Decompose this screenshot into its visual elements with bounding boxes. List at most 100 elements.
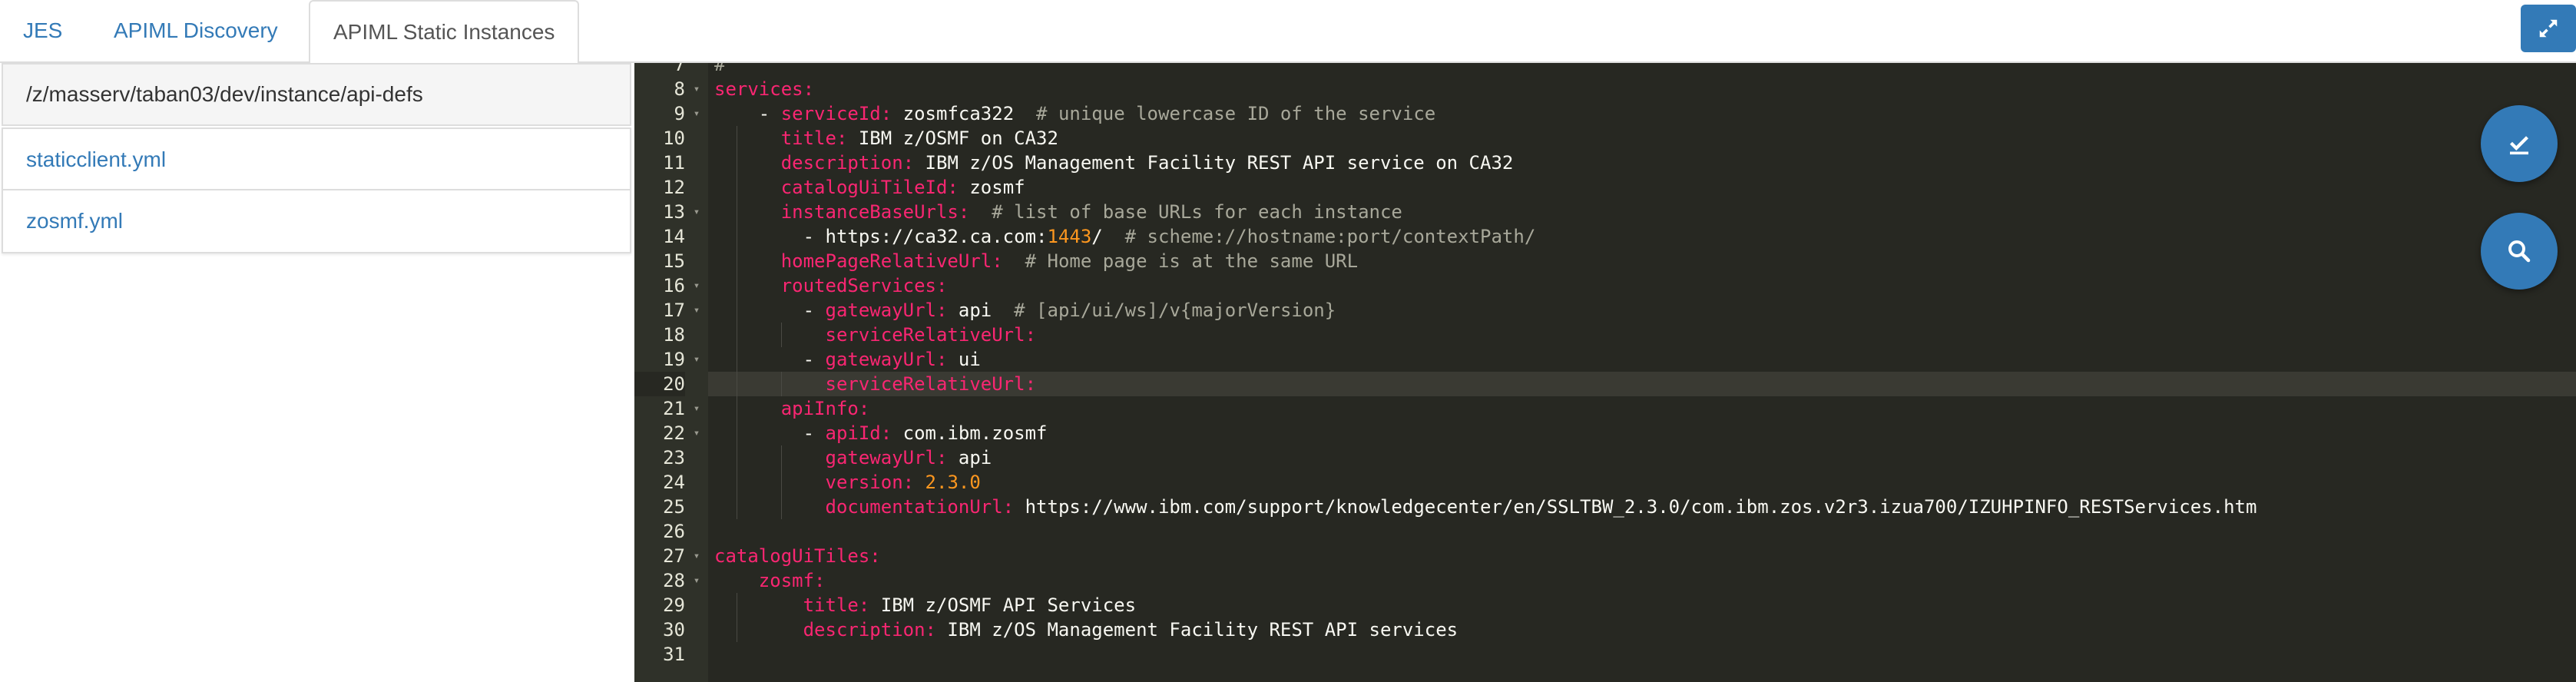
tab-jes[interactable]: JES: [23, 18, 63, 42]
fold-arrow-icon[interactable]: ▾: [693, 108, 700, 120]
code-line[interactable]: 14 - https://ca32.ca.com:1443/ # scheme:…: [663, 224, 2576, 249]
code-line[interactable]: 26: [663, 519, 2576, 544]
token: com.ibm.zosmf: [892, 422, 1048, 444]
code-line[interactable]: 10 title: IBM z/OSMF on CA32: [663, 126, 2576, 151]
code-line[interactable]: 29 title: IBM z/OSMF API Services: [663, 593, 2576, 617]
line-number: 17: [663, 300, 685, 321]
code-line[interactable]: 9 ▾ - serviceId: zosmfca322 # unique lowe…: [674, 101, 2576, 126]
line-number: 8: [674, 78, 685, 100]
token: - https://ca32.ca.com:: [714, 226, 1048, 247]
code-line[interactable]: 18 serviceRelativeUrl:: [663, 323, 2576, 347]
fold-arrow-icon[interactable]: ▾: [693, 304, 700, 316]
save-fab-button[interactable]: [2481, 105, 2558, 182]
line-number: 19: [663, 349, 685, 370]
line-text: title: IBM z/OSMF on CA32: [714, 126, 1058, 151]
code-line[interactable]: 7#: [674, 63, 2576, 77]
token: IBM z/OSMF API Services: [869, 594, 1137, 616]
line-text: serviceRelativeUrl:: [714, 323, 1036, 347]
code-line[interactable]: 30 description: IBM z/OS Management Faci…: [663, 617, 2576, 642]
token: -: [714, 103, 781, 124]
code-line[interactable]: 23 gatewayUrl: api: [663, 445, 2576, 470]
tab-apiml-static-instances[interactable]: APIML Static Instances: [309, 0, 579, 65]
code-line[interactable]: 21 ▾ apiInfo:: [663, 396, 2576, 421]
code-line[interactable]: 11 description: IBM z/OS Management Faci…: [663, 151, 2576, 175]
token: homePageRelativeUrl:: [714, 250, 1003, 272]
token: # scheme://hostname:port/contextPath/: [1124, 226, 1536, 247]
line-number: 11: [663, 152, 685, 174]
code-line[interactable]: 8▾services:: [674, 77, 2576, 101]
line-number: 21: [663, 398, 685, 419]
fold-arrow-icon[interactable]: ▾: [693, 550, 700, 562]
indent-guide: [780, 372, 782, 396]
fold-arrow-icon[interactable]: ▾: [693, 206, 700, 218]
indent-guide: [780, 495, 782, 519]
line-number: 18: [663, 324, 685, 346]
token: catalogUiTileId:: [714, 177, 959, 198]
token: gatewayUrl:: [714, 447, 948, 468]
line-text: - serviceId: zosmfca322 # unique lowerca…: [714, 101, 1435, 126]
token: [1003, 250, 1025, 272]
fold-arrow-icon[interactable]: ▾: [693, 280, 700, 292]
line-number: 30: [663, 619, 685, 641]
token: instanceBaseUrls:: [714, 201, 970, 223]
line-text: - gatewayUrl: ui: [714, 347, 981, 372]
line-text: catalogUiTileId: zosmf: [714, 175, 1025, 200]
token: # Home page is at the same URL: [1025, 250, 1359, 272]
code-line[interactable]: 31: [663, 642, 2576, 667]
code-line[interactable]: 15 homePageRelativeUrl: # Home page is a…: [663, 249, 2576, 273]
code-line[interactable]: 24 version: 2.3.0: [663, 470, 2576, 495]
token: [969, 201, 992, 223]
fold-arrow-icon[interactable]: ▾: [693, 353, 700, 366]
line-text: apiInfo:: [714, 396, 870, 421]
code-line[interactable]: 19 ▾ - gatewayUrl: ui: [663, 347, 2576, 372]
line-number: 7: [674, 63, 685, 75]
code-editor[interactable]: 7#8▾services:9▾ - serviceId: zosmfca322 …: [634, 63, 2576, 682]
line-number: 26: [663, 521, 685, 542]
token: # unique lowercase ID of the service: [1036, 103, 1436, 124]
code-line[interactable]: 12 catalogUiTileId: zosmf: [663, 175, 2576, 200]
token: api: [947, 300, 1015, 321]
code-line[interactable]: 27▾catalogUiTiles:: [663, 544, 2576, 568]
code-line[interactable]: 13 ▾ instanceBaseUrls: # list of base URL…: [663, 200, 2576, 224]
line-number: 13: [663, 201, 685, 223]
token: description:: [714, 152, 915, 174]
indent-guide: [780, 323, 782, 347]
code-line[interactable]: 25 documentationUrl: https://www.ibm.com…: [663, 495, 2576, 519]
token: # [api/ui/ws]/v{majorVersion}: [1014, 300, 1336, 321]
line-number: 9: [674, 103, 685, 124]
code-line[interactable]: 22▾ - apiId: com.ibm.zosmf: [663, 421, 2576, 445]
token: serviceRelativeUrl:: [714, 373, 1037, 395]
line-text: - https://ca32.ca.com:1443/ # scheme://h…: [714, 224, 1536, 249]
search-fab-button[interactable]: [2481, 213, 2558, 290]
fold-arrow-icon[interactable]: ▾: [693, 427, 700, 439]
fold-arrow-icon[interactable]: ▾: [693, 574, 700, 587]
fold-arrow-icon[interactable]: ▾: [693, 83, 700, 95]
line-text: gatewayUrl: api: [714, 445, 992, 470]
line-number: 16: [663, 275, 685, 296]
token: 1443: [1047, 226, 1092, 247]
tab-apiml-discovery[interactable]: APIML Discovery: [114, 18, 278, 42]
line-number: 31: [663, 644, 685, 665]
file-item-staticclient[interactable]: staticclient.yml: [2, 127, 631, 190]
line-text: #: [714, 63, 725, 77]
line-number: 15: [663, 250, 685, 272]
expand-button[interactable]: [2521, 5, 2576, 52]
indent-guide: [780, 470, 782, 495]
folder-path: /z/masserv/taban03/dev/instance/api-defs: [2, 63, 631, 126]
code-line[interactable]: 17▾ - gatewayUrl: api # [api/ui/ws]/v{ma…: [663, 298, 2576, 323]
line-text: version: 2.3.0: [714, 470, 980, 495]
file-item-zosmf[interactable]: zosmf.yml: [2, 190, 631, 253]
token: gatewayUrl:: [825, 349, 948, 370]
line-text: catalogUiTiles:: [714, 544, 881, 568]
token: serviceId:: [780, 103, 892, 124]
token: title:: [714, 127, 848, 149]
token: ui: [947, 349, 981, 370]
token: # list of base URLs for each instance: [992, 201, 1402, 223]
code-line[interactable]: 16 ▾ routedServices:: [663, 273, 2576, 298]
fold-arrow-icon[interactable]: ▾: [693, 402, 700, 415]
line-text: zosmf:: [714, 568, 826, 593]
code-area[interactable]: 7#8▾services:9▾ - serviceId: zosmfca322 …: [634, 63, 2576, 667]
code-line[interactable]: 28▾ zosmf:: [663, 568, 2576, 593]
code-line[interactable]: 20 serviceRelativeUrl:: [634, 372, 2576, 396]
line-text: routedServices:: [714, 273, 948, 298]
